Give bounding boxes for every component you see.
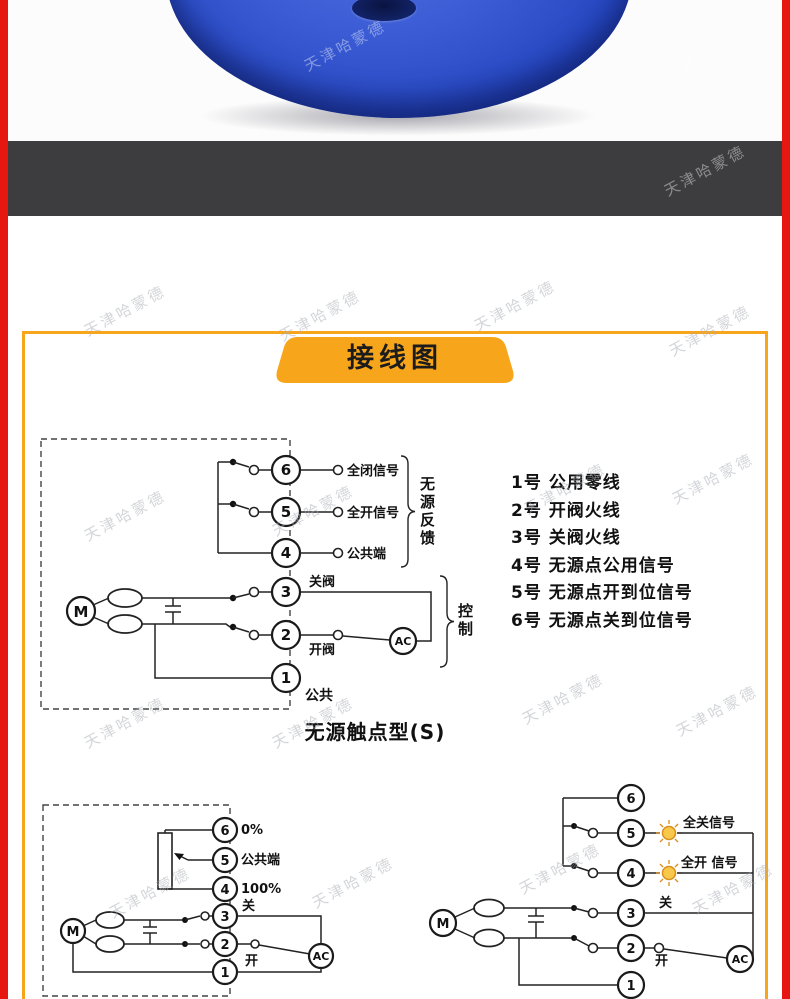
potentiometer-wiring-diagram: M	[42, 804, 335, 997]
terminal-6: 6	[626, 792, 635, 807]
internal-wiring-3	[504, 797, 618, 986]
note-line-4: 4号 无源点公用信号	[511, 555, 675, 576]
diagram-caption: 无源触点型(S)	[304, 720, 446, 744]
open-valve-label: 开阀	[309, 642, 335, 658]
terminal-3: 3	[626, 907, 635, 922]
terminal-4: 4	[626, 867, 635, 882]
close-label-3: 关	[659, 895, 672, 911]
product-photo	[8, 0, 782, 141]
internal-wiring-2	[72, 911, 213, 973]
open-signal-label: 全开信号	[346, 505, 399, 521]
lamp-feedback-wiring-diagram: M	[428, 783, 755, 999]
motor-letter-2: M	[67, 925, 80, 940]
product-bolt-hole	[352, 0, 416, 21]
zero-percent-label: 0%	[241, 823, 263, 838]
capacitor-symbol-3	[528, 908, 544, 938]
common-terminal-label-2: 公共端	[241, 852, 280, 868]
right-side-wiring-2: 0% 公共端 100% 关 开 AC	[237, 823, 335, 973]
feedback-signal-lines: 全闭信号 全开信号 公共端	[300, 463, 399, 562]
note-line-2: 2号 开阀火线	[511, 500, 621, 521]
terminal-strip-2: 6 5 4 3 2 1	[211, 816, 239, 986]
ac-power-label-2: AC	[313, 950, 330, 963]
left-red-strip	[0, 0, 8, 999]
internal-wiring	[142, 461, 272, 679]
terminal-5: 5	[220, 854, 229, 869]
terminal-notes: 1号 公用零线 2号 开阀火线 3号 关阀火线 4号 无源点公用信号 5号 无源…	[511, 470, 693, 635]
limit-switches	[229, 458, 272, 641]
closed-signal-label: 全闭信号	[346, 463, 399, 479]
motor-symbol-3: M	[428, 898, 505, 948]
actuator-dashed-box-2	[42, 804, 231, 997]
note-line-6: 6号 无源点关到位信号	[511, 610, 693, 631]
control-bracket-label: 控制	[456, 603, 474, 639]
hundred-percent-label: 100%	[241, 882, 281, 897]
feedback-bracket-label: 无源反馈	[418, 476, 436, 548]
motor-letter: M	[74, 603, 89, 621]
potentiometer-symbol	[157, 829, 213, 890]
ac-power-label-3: AC	[732, 953, 749, 966]
wiring-title: 接线图	[347, 343, 443, 374]
terminal-1: 1	[281, 669, 291, 687]
close-valve-label: 关阀	[309, 574, 335, 590]
terminal-3: 3	[220, 910, 229, 925]
common-terminal-label: 公共端	[347, 546, 386, 562]
terminal-6: 6	[220, 824, 229, 839]
terminal-5: 5	[281, 503, 291, 521]
open-label-3: 开	[655, 954, 668, 969]
open-label-2: 开	[245, 954, 258, 969]
terminal-4: 4	[281, 544, 291, 562]
note-line-1: 1号 公用零线	[511, 473, 621, 493]
capacitor-symbol	[165, 598, 181, 624]
signal-lamps: 全关信号 全开 信号	[644, 815, 753, 886]
terminal-strip-3: 6 5 4 3 2 1	[616, 783, 646, 999]
close-label-2: 关	[242, 898, 255, 914]
terminal-1: 1	[220, 966, 229, 981]
capacitor-symbol-2	[143, 920, 157, 944]
terminal-4: 4	[220, 883, 229, 898]
motor-letter-3: M	[437, 917, 450, 932]
motor-symbol: M	[65, 588, 143, 634]
dark-band	[8, 141, 782, 216]
product-blue-disc	[166, 0, 632, 118]
control-brace	[439, 575, 455, 668]
watermark: 天津哈蒙德	[471, 276, 560, 336]
common-label: 公共	[305, 687, 333, 704]
note-line-3: 3号 关阀火线	[511, 528, 621, 548]
ac-power-label: AC	[395, 635, 412, 648]
terminal-2: 2	[626, 942, 635, 957]
terminal-2: 2	[220, 938, 229, 953]
terminal-6: 6	[281, 461, 291, 479]
open-lamp-label: 全开 信号	[680, 855, 738, 871]
terminal-1: 1	[626, 979, 635, 994]
terminal-strip: 6 5 4 3 2 1	[270, 454, 302, 694]
terminal-3: 3	[281, 583, 291, 601]
actuator-dashed-box	[40, 438, 291, 710]
closed-lamp-label: 全关信号	[682, 815, 735, 831]
feedback-brace	[400, 455, 416, 568]
main-wiring-diagram: M	[40, 438, 455, 710]
right-red-strip	[782, 0, 790, 999]
wiring-title-banner: 接线图	[270, 336, 520, 384]
terminal-2: 2	[281, 626, 291, 644]
banner-ribbon-shape	[276, 337, 514, 383]
control-lines: 关阀 开阀 AC	[300, 574, 432, 658]
note-line-5: 5号 无源点开到位信号	[511, 583, 693, 603]
wiring-card: 接线图 M	[22, 331, 768, 999]
terminal-5: 5	[626, 827, 635, 842]
motor-symbol-2: M	[59, 911, 125, 953]
control-lines-3: 关 开 AC	[644, 833, 755, 974]
